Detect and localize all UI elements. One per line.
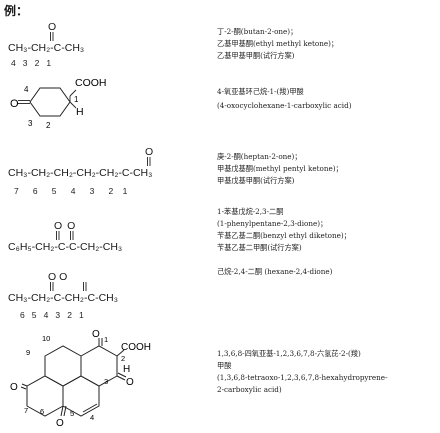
- atom-number: 3: [104, 377, 108, 386]
- carbonyl-oxygen: O: [145, 146, 154, 158]
- double-bonds: [50, 282, 87, 291]
- name-line: 丁-2-酮(butan-2-one)；: [217, 27, 298, 36]
- name-line: 庚-2-酮(heptan-2-one)；: [217, 152, 302, 161]
- double-bond: [50, 32, 54, 41]
- name-line: 甲基戊基酮(methyl pentyl ketone)；: [217, 164, 343, 173]
- carbonyl-oxygens: O O: [54, 220, 77, 232]
- ring-number: 4: [24, 85, 29, 94]
- name-line: (1-phenylpentane-2,3-dione)；: [217, 219, 328, 228]
- atom-number: 4: [90, 413, 94, 422]
- carbonyl-oxygens: O O: [48, 271, 68, 283]
- cyclohexanone-structure: O COOH H 4 1 3 2: [10, 77, 107, 130]
- name-line: 苄基乙基二酮(benzyl ethyl diketone)；: [217, 231, 351, 240]
- hydrogen-atom: H: [76, 106, 84, 118]
- atom-number: 10: [42, 334, 50, 343]
- compound-description: 1-苯基戊烷-2,3-二酮 (1-phenylpentane-2,3-dione…: [217, 206, 437, 254]
- carbon-numbering: 7 6 5 4 3 2 1: [14, 186, 128, 196]
- ring-number: 2: [46, 121, 51, 130]
- name-line: (4-oxocyclohexane-1-carboxylic acid): [217, 101, 352, 110]
- compound-description: 己烷-2,4-二酮 (hexane-2,4-dione): [217, 266, 437, 278]
- compound-description: 庚-2-酮(heptan-2-one)； 甲基戊基酮(methyl pentyl…: [217, 151, 437, 187]
- carboxyl-group: COOH: [75, 77, 107, 89]
- double-bond: [147, 157, 151, 166]
- compound-description: 丁-2-酮(butan-2-one)； 乙基甲基酮(ethyl methyl k…: [217, 26, 437, 62]
- name-line: 1-苯基戊烷-2,3-二酮: [217, 207, 284, 216]
- double-bonds: [56, 231, 74, 240]
- oxygen-atom: O: [126, 377, 134, 388]
- oxygen-atom: O: [10, 382, 18, 393]
- compound-description: 4-氧亚基环己烷-1-(羧)甲酸 (4-oxocyclohexane-1-car…: [217, 86, 437, 112]
- ring-number: 1: [74, 95, 79, 104]
- name-line: 己烷-2,4-二酮 (hexane-2,4-dione): [217, 267, 333, 276]
- carbonyl-oxygen: O: [48, 21, 57, 33]
- atom-number: 5: [70, 409, 74, 418]
- page-heading: 例：: [4, 4, 29, 18]
- name-line: 甲基戊基甲酮(试行方案): [217, 176, 295, 185]
- structural-formula: CH₃-CH₂-C-CH₂-C-CH₃: [8, 292, 119, 304]
- structural-formula: C₆H₅-CH₂-C-C-CH₂-CH₃: [8, 241, 123, 253]
- ring-oxygen: O: [10, 98, 19, 110]
- name-line: (1,3,6,8-tetraoxo-1,2,3,6,7,8-hexahydrop…: [217, 373, 388, 382]
- carbon-numbering: 6 5 4 3 2 1: [20, 310, 84, 320]
- atom-number: 1: [104, 335, 108, 344]
- pyrene-structure: 10 O 1 COOH 9 2 H O 3 O 7 6 5 4 O: [10, 329, 151, 429]
- atom-number: 2: [121, 354, 125, 363]
- ring-number: 3: [28, 119, 33, 128]
- name-line: 乙基甲基酮(ethyl methyl ketone)；: [217, 39, 339, 48]
- name-line: 苄基乙基二甲酮(试行方案): [217, 243, 302, 252]
- atom-number: 7: [24, 406, 28, 415]
- carboxyl-group: COOH: [121, 342, 151, 353]
- carbon-numbering: 4 3 2 1: [11, 58, 52, 68]
- oxygen-atom: O: [92, 329, 100, 340]
- name-line: 乙基甲基甲酮(试行方案): [217, 51, 295, 60]
- oxygen-atom: O: [56, 418, 64, 429]
- compound-description: 1,3,6,8-四氧亚基-1,2,3,6,7,8-六氢芘-2-(羧) 甲酸 (1…: [217, 348, 437, 396]
- atom-number: 9: [26, 348, 30, 357]
- name-line: 2-carboxylic acid): [217, 385, 282, 394]
- structural-formula: CH₃-CH₂-CH₂-CH₂-CH₂-C-CH₃: [8, 167, 153, 179]
- name-line: 4-氧亚基环己烷-1-(羧)甲酸: [217, 87, 304, 96]
- atom-number: 6: [40, 407, 44, 416]
- hydrogen-atom: H: [123, 364, 130, 375]
- name-line: 甲酸: [217, 361, 232, 370]
- structural-formula: CH₃-CH₂-C-CH₃: [8, 42, 85, 54]
- name-line: 1,3,6,8-四氧亚基-1,2,3,6,7,8-六氢芘-2-(羧): [217, 349, 361, 358]
